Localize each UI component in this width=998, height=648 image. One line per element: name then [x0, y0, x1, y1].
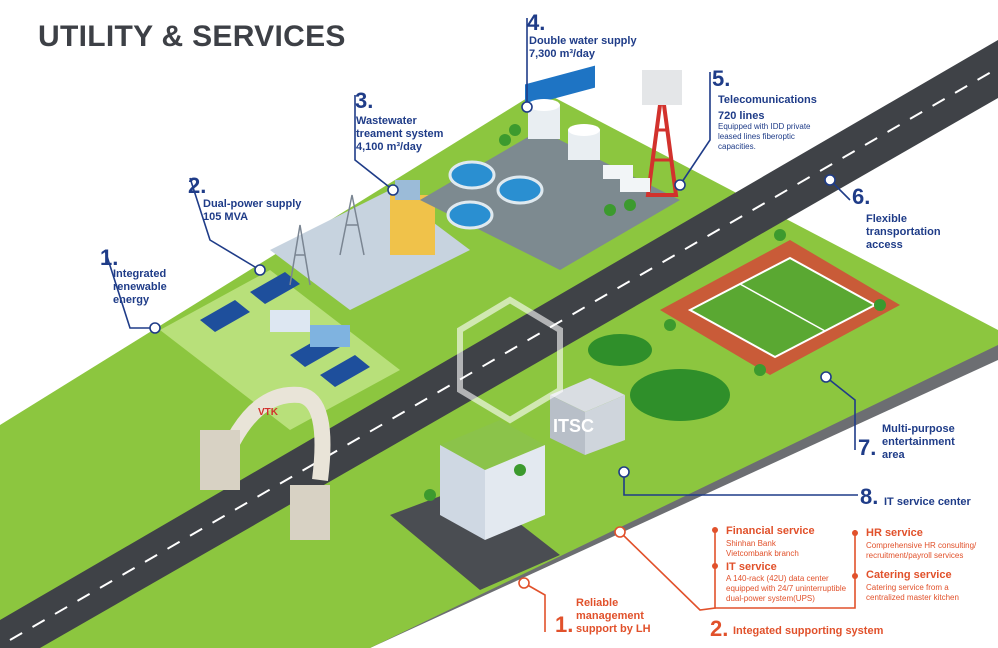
management-support-number: 1.	[555, 612, 574, 637]
item-1-number: 1.	[100, 245, 119, 270]
item-4-number: 4.	[527, 10, 546, 35]
item-5-number: 5.	[712, 66, 731, 91]
itsc-sign: ITSC	[553, 416, 594, 436]
item-4-label: Double water supply 7,300 m³/day	[529, 35, 637, 60]
trees	[424, 124, 886, 501]
item-5-description: Equipped with IDD private leased lines f…	[718, 122, 811, 151]
gate-pillar-right	[290, 485, 330, 540]
it-service-title: IT service	[726, 561, 777, 573]
pylons	[289, 194, 365, 286]
item-6-number: 6.	[852, 184, 871, 209]
leader-dots-blue	[149, 101, 836, 478]
treatment-tanks	[446, 160, 544, 230]
leisure-lawn-1	[588, 334, 652, 366]
page-title: UTILITY & SERVICES	[38, 20, 346, 53]
telecom-tower	[642, 70, 682, 197]
power-building	[390, 195, 435, 255]
catering-service-title: Catering service	[866, 569, 952, 581]
integrated-support-number: 2.	[710, 616, 729, 641]
side-road	[390, 485, 560, 590]
integrated-support-label: Integated supporting system	[733, 625, 884, 637]
catering-service-description: Catering service from a centralized mast…	[866, 583, 959, 602]
item-2-label: Dual-power supply 105 MVA	[203, 198, 302, 223]
leader-dots-orange	[518, 526, 626, 589]
financial-service-title: Financial service	[726, 525, 815, 537]
water-towers	[528, 99, 600, 160]
storage-containers	[270, 310, 350, 347]
hr-service-title: HR service	[866, 527, 923, 539]
item-8-label: IT service center	[884, 496, 971, 508]
trucks	[603, 165, 650, 192]
item-3-label: Wastewater treament system 4,100 m³/day	[356, 115, 444, 153]
watermark	[457, 296, 563, 424]
office-building	[440, 420, 545, 540]
leisure-lawn-2	[630, 369, 730, 421]
basins	[525, 65, 595, 107]
gate-logo: VTK	[258, 407, 279, 418]
financial-service-description: Shinhan Bank Vietcombank branch	[726, 539, 799, 558]
item-7-number: 7.	[858, 435, 877, 460]
item-1-label: Integrated renewable energy	[113, 268, 167, 306]
leader-lines-blue	[104, 18, 858, 496]
gate-pillar-left	[200, 430, 240, 490]
itsc-building: ITSC	[550, 378, 625, 455]
item-6-label: Flexible transportation access	[866, 213, 941, 251]
item-2-number: 2.	[188, 173, 207, 198]
item-3-number: 3.	[355, 88, 374, 113]
item-5-value: 720 lines	[718, 110, 765, 122]
item-8-number: 8.	[860, 484, 879, 509]
hr-service-description: Comprehensive HR consulting/ recruitment…	[866, 541, 977, 560]
management-support-label: Reliable management support by LH	[576, 597, 651, 635]
bullet-dots-orange	[712, 527, 858, 579]
road-center-line	[9, 67, 998, 641]
item-7-label: Multi-purpose entertainment area	[882, 423, 955, 461]
item-5-label: Telecomunications	[718, 94, 817, 106]
main-road	[0, 40, 998, 648]
it-service-description: A 140-rack (42U) data center equipped wi…	[726, 574, 847, 603]
